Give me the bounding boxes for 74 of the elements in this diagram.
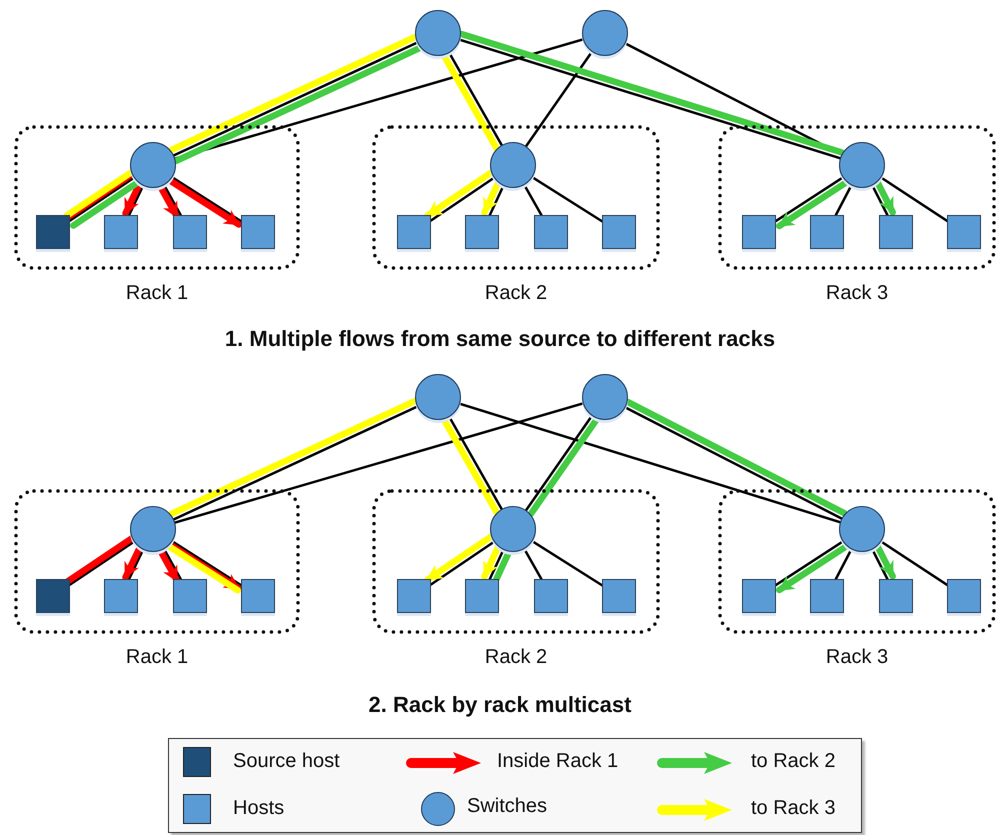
rack-label: Rack 2 (484, 282, 548, 305)
host-square (742, 215, 776, 249)
panel-title: 1. Multiple flows from same source to different racks (224, 326, 776, 351)
flow-arrow (874, 544, 896, 580)
flow-arrow (166, 178, 242, 228)
host-square (602, 215, 636, 249)
link-line (774, 176, 844, 222)
legend-text: Source host (233, 750, 340, 773)
host-square (241, 579, 275, 613)
legend-text: Inside Rack 1 (497, 750, 618, 773)
flow-arrow (776, 543, 850, 594)
host-square (465, 215, 499, 249)
link-line (880, 176, 948, 222)
host-square (602, 579, 636, 613)
flow-arrow (874, 180, 896, 216)
rack-label: Rack 3 (824, 646, 890, 669)
link-line (174, 402, 584, 524)
host-square (534, 579, 568, 613)
link-line (430, 540, 496, 586)
link-line (531, 176, 604, 222)
host-square (465, 579, 499, 613)
rack-label: Rack 2 (484, 646, 548, 669)
link-line (430, 176, 496, 222)
source-host-square (36, 579, 70, 613)
host-square (397, 215, 431, 249)
flow-arrow (776, 179, 850, 230)
switch-circle (415, 374, 461, 420)
host-square (534, 215, 568, 249)
host-square (104, 579, 138, 613)
flow-arrow (481, 180, 502, 216)
host-square (241, 215, 275, 249)
host-square (173, 579, 207, 613)
rack-label: Rack 3 (824, 282, 890, 305)
link-line (68, 540, 136, 586)
rack-label: Rack 1 (124, 282, 190, 305)
flow-arrow (424, 170, 494, 219)
link-line (68, 176, 136, 222)
switch-circle (839, 142, 885, 188)
link-line (531, 540, 604, 586)
rack-label: Rack 1 (124, 646, 190, 669)
legend-text: Switches (467, 795, 548, 818)
link-line (458, 402, 842, 524)
switch-circle (130, 142, 176, 188)
host-square (947, 215, 981, 249)
host-square (810, 215, 844, 249)
switch-circle (415, 10, 461, 56)
host-square (104, 215, 138, 249)
host-square (947, 579, 981, 613)
link-line (524, 50, 594, 148)
host-square (397, 579, 431, 613)
flow-arrow (424, 534, 494, 583)
link-line (524, 414, 594, 512)
link-line (171, 176, 242, 222)
switch-circle (582, 10, 628, 56)
switch-circle (490, 506, 536, 552)
legend-text: to Rack 3 (751, 797, 836, 820)
switch-circle (130, 506, 176, 552)
host-square (810, 579, 844, 613)
host-square (742, 579, 776, 613)
switch-circle (582, 374, 628, 420)
legend-text: to Rack 2 (751, 750, 836, 773)
flow-arrow (481, 544, 502, 580)
link-line (880, 540, 948, 586)
source-host-square (36, 215, 70, 249)
switch-circle (490, 142, 536, 188)
panel-title: 2. Rack by rack multicast (368, 692, 632, 717)
host-square (879, 215, 913, 249)
host-square (173, 215, 207, 249)
link-line (174, 38, 584, 160)
host-square (879, 579, 913, 613)
legend-text: Hosts (233, 797, 284, 820)
switch-circle (839, 506, 885, 552)
link-line (171, 540, 242, 586)
link-line (774, 540, 844, 586)
